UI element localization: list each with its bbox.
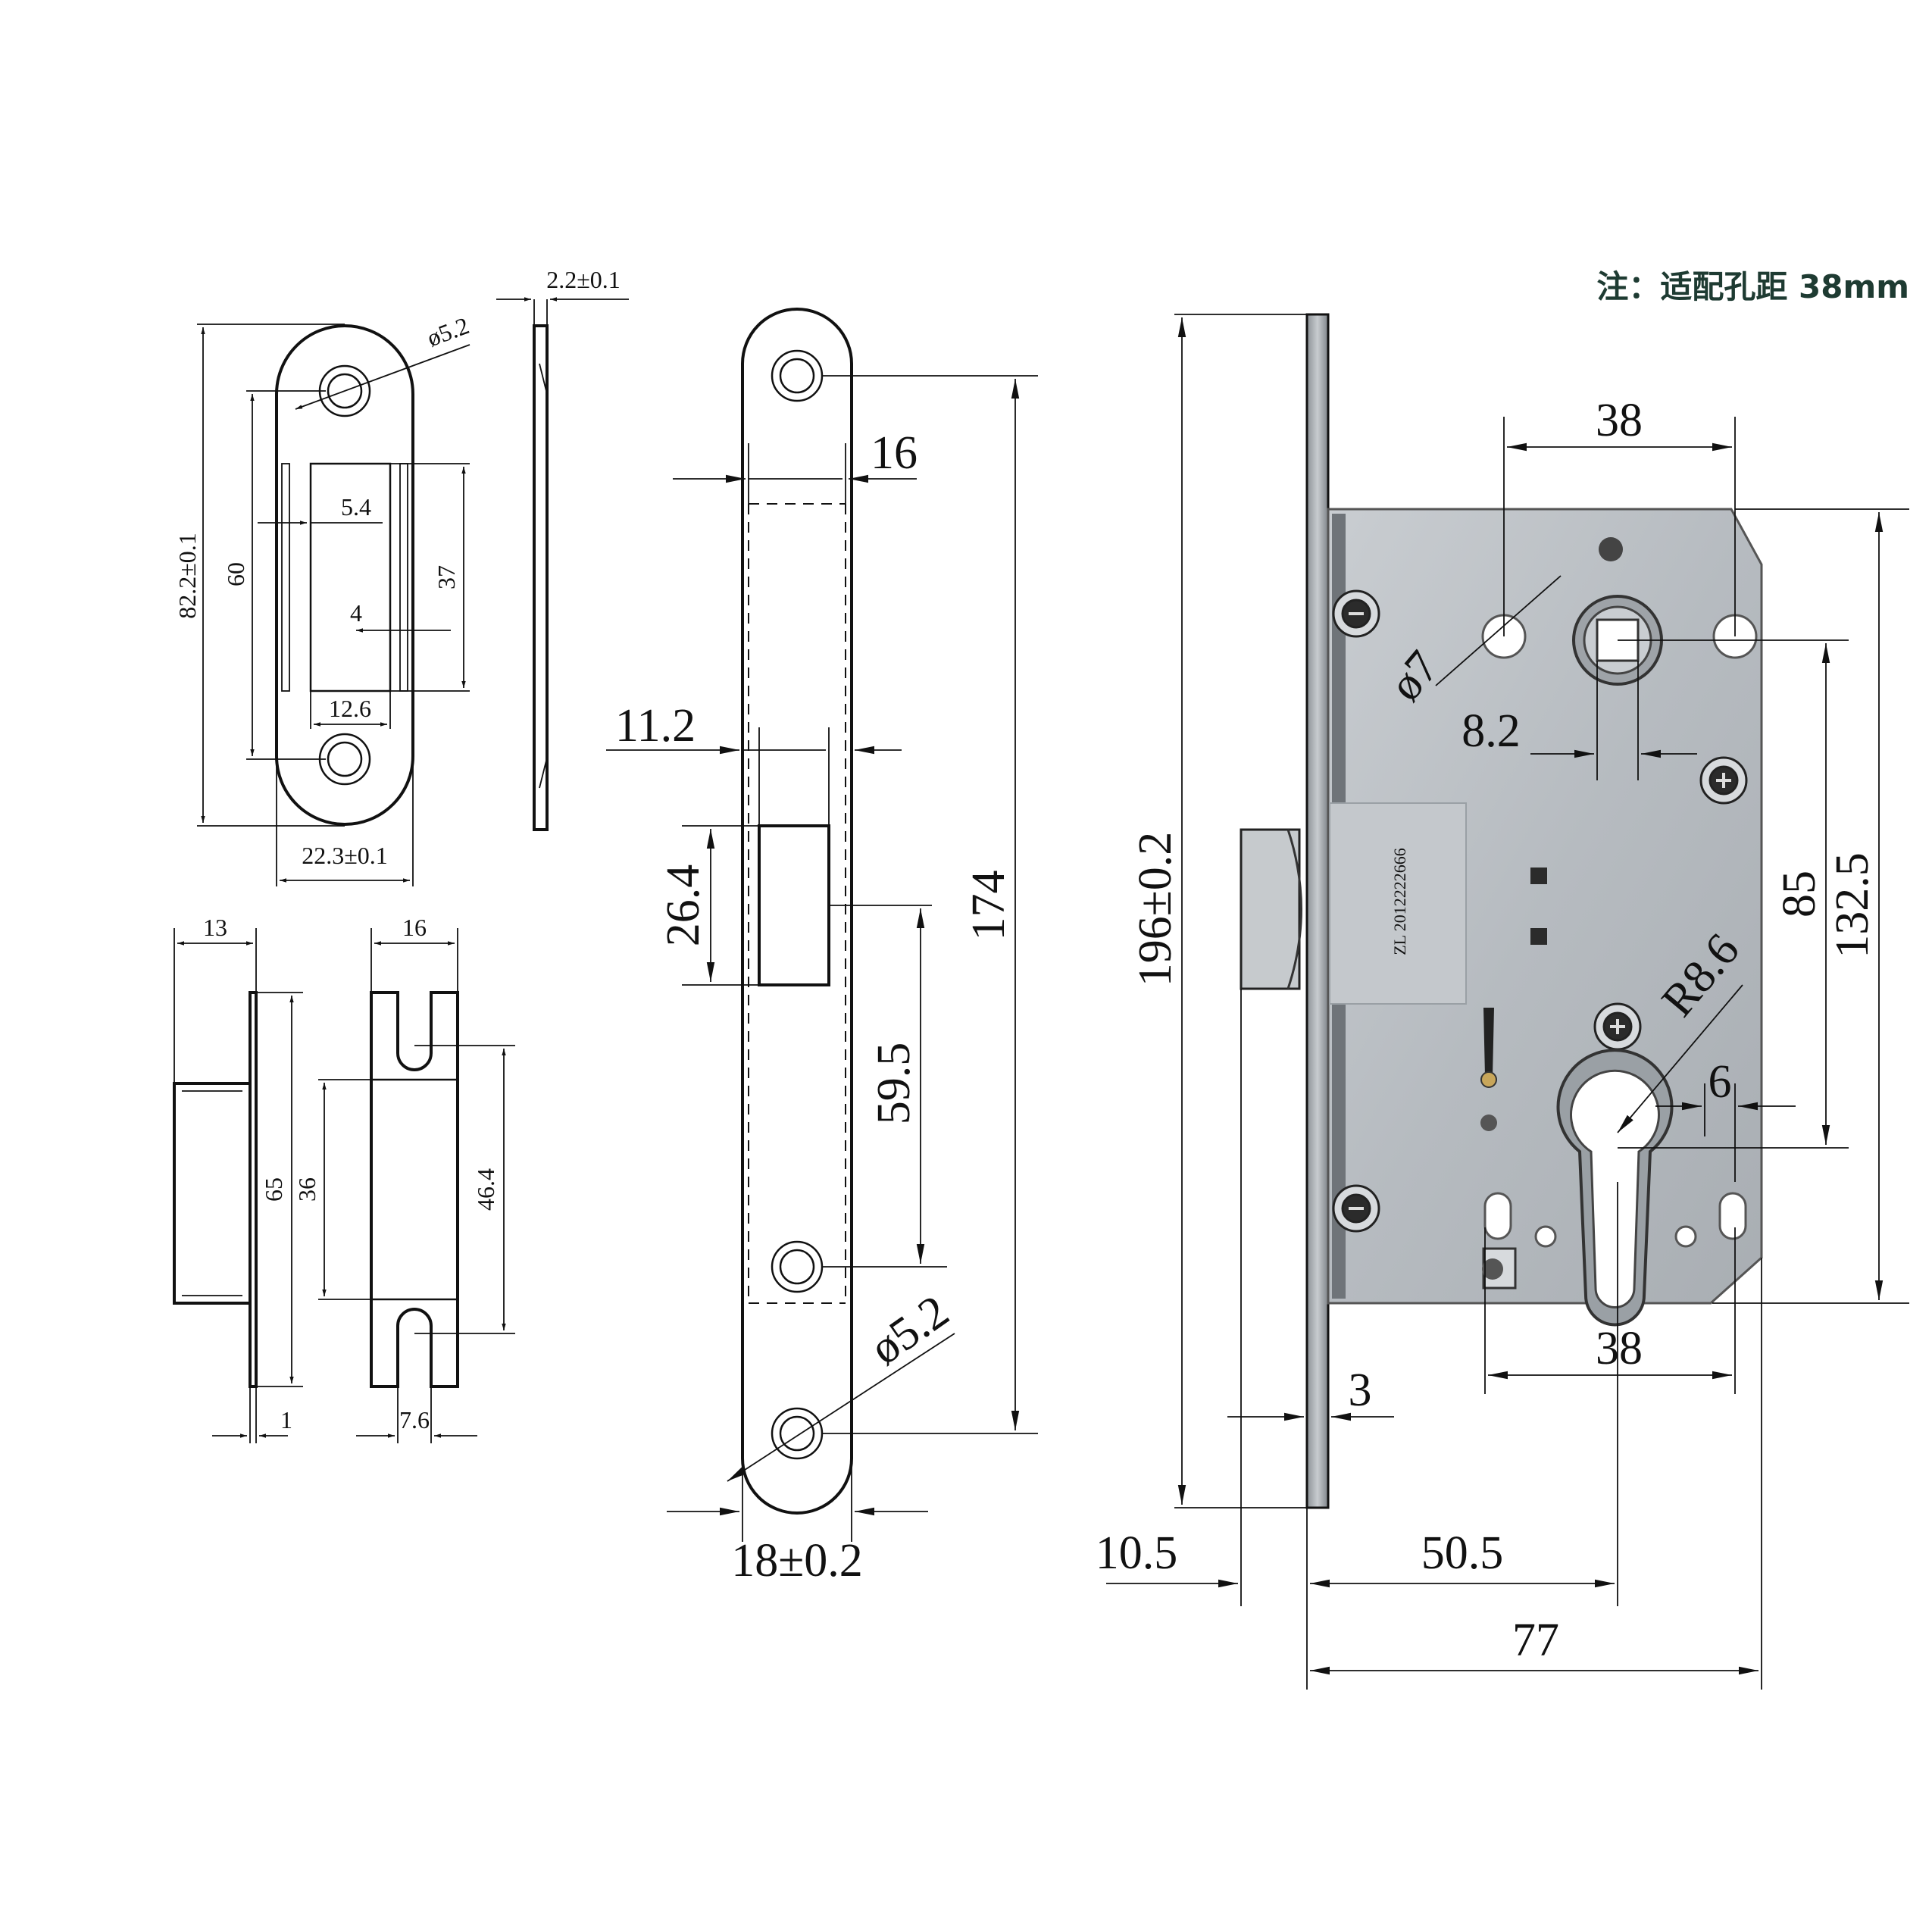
dim-strike-slot-height: 37 bbox=[433, 565, 460, 589]
dim-box-flange: 1 bbox=[280, 1406, 292, 1433]
dim-face-hole: ø5.2 bbox=[861, 1286, 958, 1375]
dim-lock-case-height: 132.5 bbox=[1827, 852, 1878, 958]
lock-serial: ZL 2012222666 bbox=[1390, 848, 1409, 955]
dim-lock-bottom-span: 38 bbox=[1596, 1323, 1643, 1374]
dim-strike-thickness: 2.2±0.1 bbox=[546, 266, 621, 293]
lock-body-dimensions bbox=[1106, 314, 1909, 1690]
dim-lock-face-thickness: 3 bbox=[1349, 1365, 1372, 1416]
dim-box-width: 16 bbox=[402, 914, 427, 941]
dim-strike-screw-spacing: 60 bbox=[222, 562, 249, 586]
dim-strike-offset: 5.4 bbox=[341, 493, 371, 521]
dim-box-inner: 36 bbox=[293, 1177, 320, 1202]
strike-plate-front-view bbox=[197, 297, 629, 886]
strike-box-views bbox=[173, 928, 515, 1443]
dim-strike-hole: ø5.2 bbox=[424, 311, 473, 352]
dim-lock-cyl-offset: 6 bbox=[1708, 1056, 1732, 1108]
dim-box-depth: 13 bbox=[203, 914, 227, 941]
dim-lock-backset: 50.5 bbox=[1421, 1527, 1504, 1579]
dim-lock-depth: 77 bbox=[1512, 1615, 1559, 1666]
dim-strike-offset-small: 4 bbox=[350, 599, 362, 627]
dim-lock-spindle: 8.2 bbox=[1462, 705, 1521, 757]
dim-face-bolt-width: 16 bbox=[871, 427, 918, 479]
dim-lock-height: 196±0.2 bbox=[1130, 832, 1181, 987]
dim-face-length: 174 bbox=[963, 871, 1014, 941]
dim-strike-height: 82.2±0.1 bbox=[174, 533, 201, 619]
dim-strike-width: 22.3±0.1 bbox=[302, 842, 388, 869]
dim-lock-center-distance: 85 bbox=[1774, 871, 1825, 918]
dim-strike-slot-width: 12.6 bbox=[329, 695, 371, 722]
dim-face-bolt-offset: 11.2 bbox=[615, 700, 696, 752]
dim-lock-top-span: 38 bbox=[1596, 395, 1643, 446]
dim-face-latch-height: 26.4 bbox=[658, 864, 709, 947]
dim-lock-latch-projection: 10.5 bbox=[1096, 1527, 1178, 1579]
faceplate-view bbox=[606, 308, 1038, 1542]
dim-box-slot: 7.6 bbox=[399, 1406, 430, 1433]
dim-face-width: 18±0.2 bbox=[731, 1535, 863, 1587]
spacing-note: 注：适配孔距 38mm bbox=[1596, 268, 1909, 305]
dim-box-height: 65 bbox=[260, 1177, 287, 1202]
dim-face-latch-to-hole: 59.5 bbox=[868, 1043, 920, 1125]
mortise-lock-body: ZL 2012222666 bbox=[1240, 313, 1763, 1509]
dim-box-opening: 46.4 bbox=[472, 1168, 499, 1211]
